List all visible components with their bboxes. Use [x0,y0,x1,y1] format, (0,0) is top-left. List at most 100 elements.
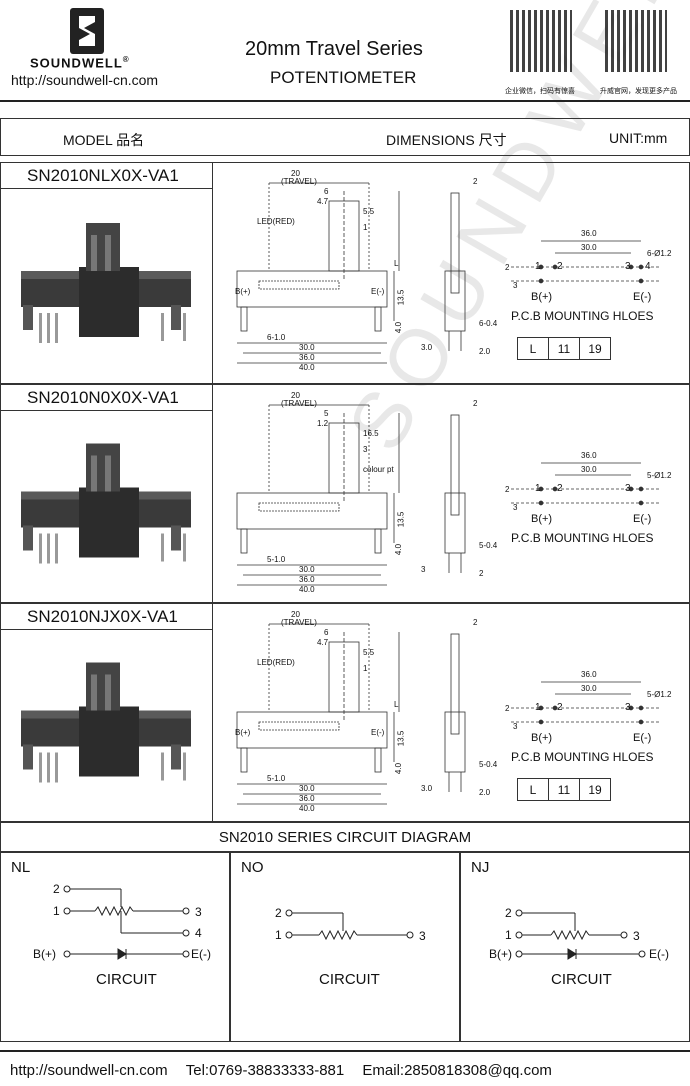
dimension-label: 6-0.4 [479,319,498,328]
qr2-caption: 升威官网，发现更多产品 [600,88,677,95]
dimension-label: 2 [473,177,478,186]
front-view-drawing [236,182,400,364]
length-table-cell: 19 [579,778,611,801]
dimension-label: 2 [473,399,478,408]
pin-label: 2 [557,261,563,272]
dimension-label: L [394,259,399,268]
dimension-label: 36.0 [299,353,315,362]
qr-code-icon [605,10,667,72]
footer-email[interactable]: Email:2850818308@qq.com [362,1062,552,1079]
dimension-label: 16.5 [363,429,379,438]
side-view-drawing [444,414,466,573]
dimension-label: 13.5 [396,511,406,528]
dimension-label: 4.7 [317,638,329,647]
travel-dimension: 20 [291,169,300,178]
dimension-label: 36.0 [299,575,315,584]
hole-spec: 6-Ø1.2 [647,249,672,258]
page-footer: http://soundwell-cn.com Tel:0769-3883333… [0,1052,690,1086]
dimension-label: 1 [363,223,368,232]
dimension-label: 5-1.0 [267,555,286,564]
circuit-nl-diagram [63,885,190,960]
dimension-label: 30.0 [299,784,315,793]
dimension-label: 3 [363,445,368,454]
product-image [1,630,213,821]
length-table-cell: L [517,778,549,801]
pin-label: B(+) [531,291,553,303]
dimension-label: E(-) [371,728,385,737]
dimension-label: 5-0.4 [479,760,498,769]
qr-code-icon [510,10,572,72]
circuit-caption: CIRCUIT [551,971,612,988]
dimension-label: 2 [473,618,478,627]
dimension-label: 4.0 [394,762,404,775]
front-view-drawing [236,623,400,805]
pin-label: E(-) [633,513,652,525]
brand-logo-icon [70,8,104,54]
dimension-label: 2 [479,569,484,578]
header-url[interactable]: http://soundwell-cn.com [11,72,159,88]
dimension-label: B(+) [235,728,251,737]
dimension-label: 3 [513,503,518,512]
dimension-label: 36.0 [581,670,597,679]
circuit-caption: CIRCUIT [319,971,380,988]
pin-label: B(+) [531,513,553,525]
led-label: LED(RED) [257,658,295,667]
pin-label: 1 [535,702,541,713]
column-unit: UNIT:mm [609,130,668,146]
hole-spec: 5-Ø1.2 [647,690,672,699]
dimension-label: 3 [421,565,426,574]
side-view-drawing [444,633,466,792]
circuit-section-title: SN2010 SERIES CIRCUIT DIAGRAM [0,822,690,852]
dimension-label: 6-1.0 [267,333,286,342]
dimension-label: 3.0 [421,343,433,352]
dimension-label: 4.7 [317,197,329,206]
pcb-title: P.C.B MOUNTING HLOES [511,750,654,764]
pin-label: E(-) [633,291,652,303]
dimension-label: 5.5 [363,648,375,657]
dimension-label: 2 [505,704,510,713]
dimension-label: 3 [513,722,518,731]
model-name: SN2010N0X0X-VA1 [1,385,213,411]
circuit-no-diagram [285,909,414,941]
circuit-label: NJ [471,859,490,876]
dimension-label: 1 [363,664,368,673]
dimension-label: 30.0 [299,343,315,352]
travel-dimension: 20 [291,610,300,619]
circuit-cell-nj: NJ 2 1 3 B(+) E(-) CIRCUIT [460,852,690,1042]
footer-divider [0,1050,690,1052]
product-image [1,189,213,383]
pin-label: B(+) [531,732,553,744]
pin-label: 2 [557,702,563,713]
dimension-label: 30.0 [581,684,597,693]
dimension-label: 5-0.4 [479,541,498,550]
dimension-label: 4.0 [394,321,404,334]
footer-url[interactable]: http://soundwell-cn.com [10,1062,168,1079]
travel-dimension: 20 [291,391,300,400]
column-dimensions: DIMENSIONS 尺寸 [386,132,507,148]
length-table-cell: 11 [548,778,580,801]
dimension-label: E(-) [371,287,385,296]
footer-tel: Tel:0769-38833333-881 [185,1062,345,1079]
dimension-label: L [394,700,399,709]
product-image [1,411,213,602]
length-table-cell: 19 [579,337,611,360]
dimension-label: 2.0 [479,788,491,797]
dimension-label: 1.2 [317,419,329,428]
model-name: SN2010NJX0X-VA1 [1,604,213,630]
pin-label: 3 [625,483,631,494]
dimension-label: 4.0 [394,543,404,556]
dimension-label: 40.0 [299,363,315,372]
dimension-label: 5.5 [363,207,375,216]
page-title: 20mm Travel Series [245,38,423,60]
dimension-label: 6 [324,628,329,637]
pcb-holes-drawing [511,240,661,284]
travel-label: (TRAVEL) [281,399,317,408]
dimension-label: 2 [505,263,510,272]
pin-label: 4 [645,261,651,272]
header-divider [0,100,690,102]
dimension-label: 36.0 [299,794,315,803]
travel-label: (TRAVEL) [281,177,317,186]
pcb-holes-drawing [511,462,661,506]
